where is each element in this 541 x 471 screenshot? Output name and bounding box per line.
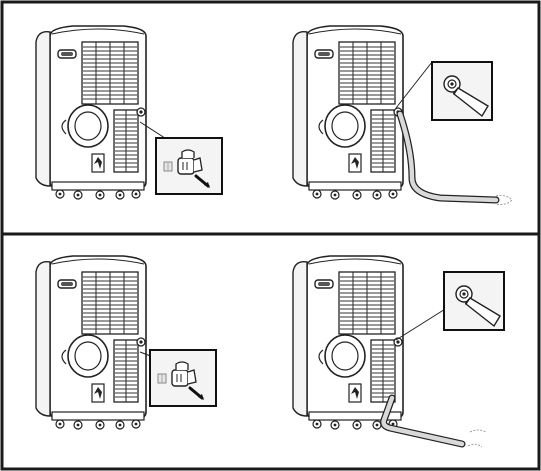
drain-plug-icon — [150, 350, 216, 406]
drain-hose-icon — [444, 272, 504, 330]
unit-illustration — [293, 26, 403, 199]
unit-illustration — [36, 26, 146, 199]
drain-plug-icon — [156, 138, 222, 194]
drain-hose-icon — [432, 62, 492, 120]
unit-illustration — [36, 256, 146, 429]
